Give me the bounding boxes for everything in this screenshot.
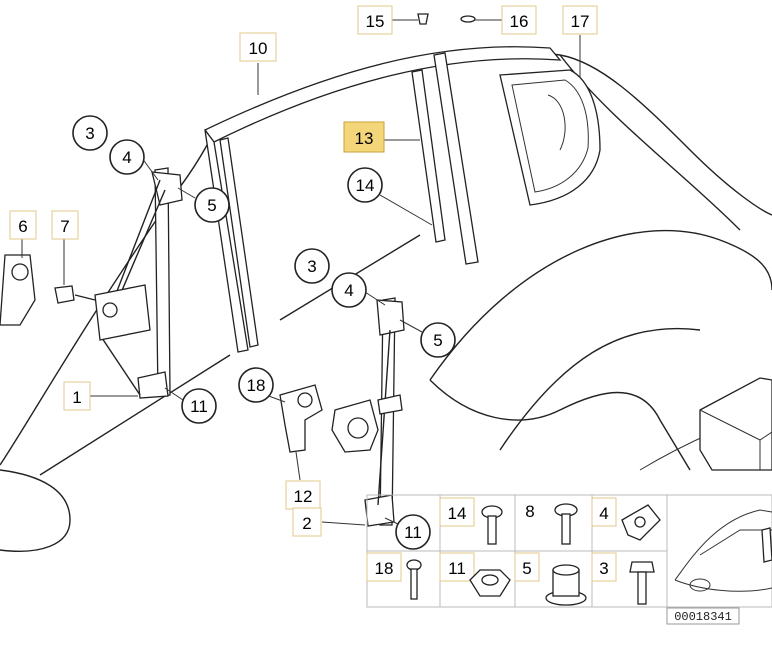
svg-text:2: 2 (302, 514, 311, 533)
svg-text:14: 14 (356, 176, 375, 195)
callout-3-front[interactable]: 3 (72, 115, 108, 151)
callout-10[interactable]: 10 (239, 32, 277, 62)
callouts: 10 15 16 17 13 14 3 (9, 5, 598, 550)
svg-text:5: 5 (433, 331, 442, 350)
svg-text:13: 13 (355, 129, 374, 148)
legend-18[interactable]: 18 (366, 552, 402, 582)
callout-4-front[interactable]: 4 (109, 139, 145, 175)
callout-3-rear[interactable]: 3 (294, 248, 330, 284)
callout-6[interactable]: 6 (9, 210, 37, 240)
svg-text:14: 14 (448, 504, 467, 523)
svg-text:15: 15 (366, 12, 385, 31)
svg-text:17: 17 (571, 12, 590, 31)
legend-14[interactable]: 14 (439, 497, 475, 527)
leader-lines (21, 19, 581, 526)
svg-text:11: 11 (190, 397, 208, 416)
legend-8[interactable]: 8 (525, 502, 534, 521)
callout-4-rear[interactable]: 4 (331, 272, 367, 308)
window-motors (279, 384, 403, 453)
callout-11-rear[interactable]: 11 (395, 514, 431, 550)
legend-3[interactable]: 3 (591, 552, 617, 582)
callout-2[interactable]: 2 (292, 507, 322, 537)
rear-window-regulator (364, 297, 405, 527)
window-frame-seal (204, 46, 562, 353)
legend-4[interactable]: 4 (591, 497, 617, 527)
callout-1[interactable]: 1 (63, 381, 91, 411)
front-window-regulator (94, 167, 183, 399)
car-thumbnail (666, 494, 772, 608)
diagram-code: 00018341 (666, 607, 740, 625)
bolt-icon-14 (481, 505, 503, 545)
svg-text:18: 18 (375, 559, 394, 578)
quarter-window (499, 69, 601, 206)
svg-text:5: 5 (522, 559, 531, 578)
accessory-box (699, 377, 772, 471)
svg-text:00018341: 00018341 (674, 610, 732, 624)
fastener-legend: 14 8 4 18 11 (366, 494, 668, 608)
svg-text:1: 1 (72, 388, 81, 407)
callout-11-front[interactable]: 11 (181, 388, 217, 424)
svg-text:8: 8 (525, 502, 534, 521)
svg-text:4: 4 (344, 281, 353, 300)
door-check-parts (0, 254, 96, 326)
callout-5-rear[interactable]: 5 (420, 322, 456, 358)
svg-text:16: 16 (510, 12, 529, 31)
callout-7[interactable]: 7 (51, 210, 79, 240)
callout-5-front[interactable]: 5 (194, 187, 230, 223)
svg-text:4: 4 (122, 148, 131, 167)
svg-text:5: 5 (207, 196, 216, 215)
callout-17[interactable]: 17 (562, 5, 598, 35)
svg-text:10: 10 (249, 39, 268, 58)
callout-13-highlighted[interactable]: 13 (343, 121, 385, 153)
svg-text:11: 11 (404, 523, 422, 542)
svg-text:3: 3 (307, 257, 316, 276)
hex-bolt-icon-3 (629, 561, 655, 605)
legend-5[interactable]: 5 (514, 552, 540, 582)
svg-text:11: 11 (448, 559, 466, 578)
nut-icon-11 (469, 569, 511, 597)
screw-icon-18 (406, 559, 422, 600)
callout-18[interactable]: 18 (238, 367, 274, 403)
svg-text:18: 18 (247, 376, 266, 395)
svg-text:4: 4 (599, 504, 608, 523)
svg-text:3: 3 (599, 559, 608, 578)
svg-text:7: 7 (60, 217, 69, 236)
screw-icon-8 (554, 503, 578, 545)
callout-15[interactable]: 15 (357, 5, 393, 35)
clip-nut-icon-4 (621, 504, 661, 541)
clips (417, 13, 476, 25)
glass-run-strips (411, 52, 479, 265)
svg-text:6: 6 (18, 217, 27, 236)
svg-text:3: 3 (85, 124, 94, 143)
callout-16[interactable]: 16 (501, 5, 537, 35)
legend-11[interactable]: 11 (439, 552, 475, 582)
callout-14[interactable]: 14 (347, 167, 383, 203)
grommet-icon-5 (545, 564, 587, 606)
svg-text:12: 12 (294, 487, 313, 506)
callout-12[interactable]: 12 (285, 480, 321, 510)
